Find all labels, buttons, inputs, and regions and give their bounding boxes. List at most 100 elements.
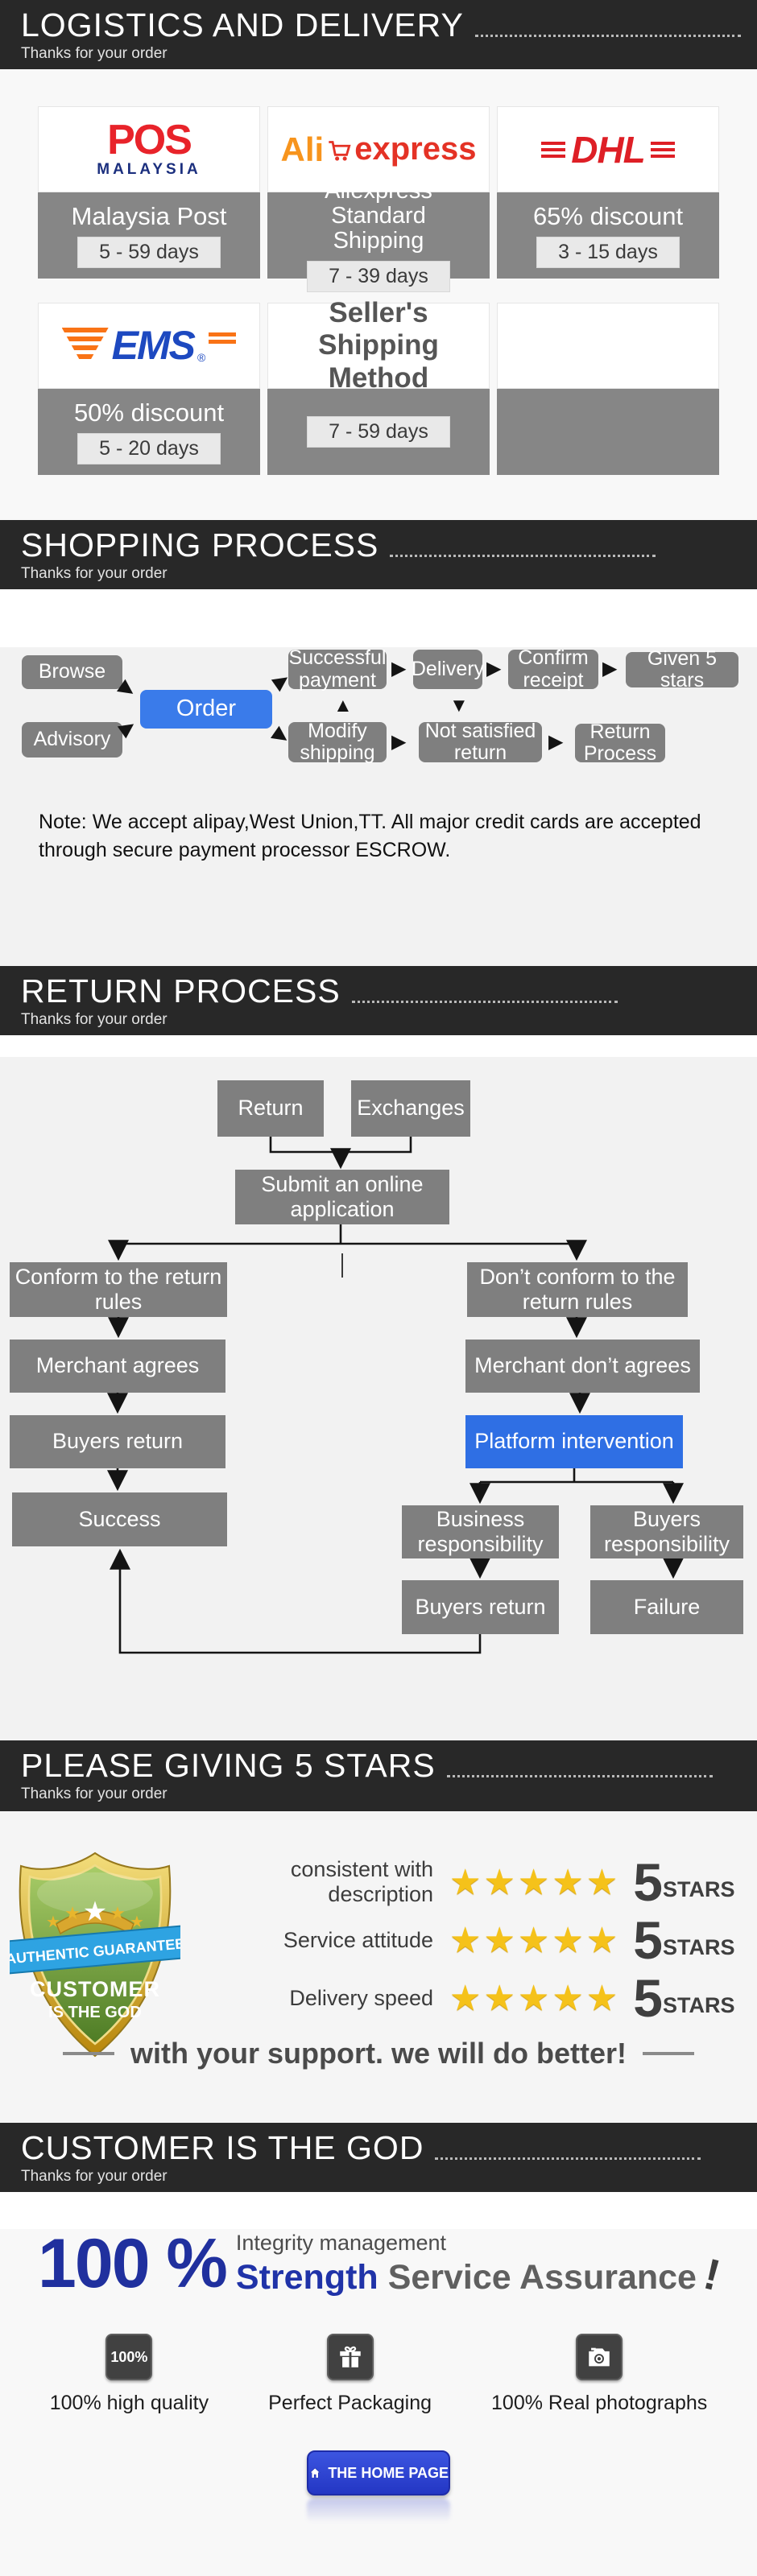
- flow-node-return: Return: [217, 1080, 324, 1137]
- aliexpress-logo-ali: Ali: [280, 130, 325, 168]
- dotted-rule: [351, 1001, 618, 1003]
- flow-node-advisory: Advisory: [22, 722, 122, 758]
- dash-right: [643, 2052, 694, 2055]
- house-icon: [309, 2467, 321, 2479]
- flow-node-merchant-disagrees: Merchant don’t agrees: [465, 1340, 700, 1393]
- crown-star-icon: ★: [83, 1897, 107, 1927]
- flow-node-success: Success: [12, 1492, 227, 1546]
- flow-node-order: Order: [140, 690, 272, 729]
- carrier-label: 50% discount: [73, 398, 225, 427]
- flow-node-business-responsibility: Business responsibility: [402, 1505, 559, 1558]
- feature-packaging: Perfect Packaging: [268, 2334, 432, 2415]
- seller-label-area: 7 - 59 days: [267, 389, 490, 475]
- flow-node-exchanges: Exchanges: [351, 1080, 470, 1137]
- flow-node-not-satisfied-return: Not satisfied return: [419, 720, 542, 764]
- pos-label-area: Malaysia Post 5 - 59 days: [38, 192, 260, 279]
- rating-label: Delivery speed: [289, 1985, 433, 2010]
- header-subtitle: Thanks for your order: [21, 2168, 168, 2185]
- rating-score: 5: [633, 1910, 663, 1970]
- rating-unit: STARS: [662, 1992, 735, 2017]
- rating-label: consistent with description: [290, 1857, 433, 1906]
- dotted-rule: [435, 2157, 701, 2160]
- crown-star-icon: ★: [64, 1903, 81, 1923]
- dotted-rule: [446, 1775, 713, 1777]
- shipping-cell-seller: Seller's Shipping Method 7 - 59 days: [267, 297, 490, 475]
- header-subtitle: Thanks for your order: [21, 45, 168, 62]
- section-header-logistics: LOGISTICS AND DELIVERY Thanks for your o…: [0, 0, 757, 69]
- delivery-days-badge: 5 - 59 days: [77, 237, 221, 269]
- arrow-right-icon: [486, 659, 501, 679]
- rating-row: Delivery speed ★★★★★ 5 STARS: [192, 1969, 734, 2027]
- flow-node-given-5-stars: Given 5 stars: [626, 647, 738, 691]
- flow-node-not-conform-rules: Don’t conform to the return rules: [467, 1262, 688, 1317]
- header-subtitle: Thanks for your order: [21, 1011, 168, 1028]
- shipping-section: POS MALAYSIA Malaysia Post 5 - 59 days A…: [0, 69, 757, 520]
- dhl-label-area: 65% discount 3 - 15 days: [497, 192, 719, 279]
- feature-label: Perfect Packaging: [268, 2392, 432, 2414]
- feature-label: 100% Real photographs: [491, 2392, 708, 2414]
- strength-text: Strength: [235, 2257, 378, 2297]
- crown-star-icon: ★: [130, 1913, 144, 1931]
- flow-node-modify-shipping: Modify shipping: [288, 720, 387, 764]
- section-header-shopping: SHOPPING PROCESS Thanks for your order: [0, 520, 757, 589]
- support-line: with your support. we will do better!: [0, 2037, 757, 2070]
- ems-logo: EMS ®: [38, 303, 260, 389]
- badge-line1: CUSTOMER: [30, 1977, 160, 2001]
- section-title: PLEASE GIVING 5 STARS: [21, 1747, 436, 1784]
- section-title: CUSTOMER IS THE GOD: [21, 2129, 424, 2166]
- flow-node-submit-application: Submit an online application: [235, 1170, 449, 1224]
- flow-node-confirm-receipt: Confirm receipt: [508, 646, 598, 691]
- dhl-logo: DHL: [497, 106, 719, 192]
- arrow-down-icon: [449, 696, 469, 716]
- pos-logo-subtext: MALAYSIA: [97, 161, 201, 179]
- button-reflection: [307, 2499, 450, 2523]
- seller-method-text: Seller's Shipping Method: [318, 297, 439, 394]
- arrow-right-icon: [391, 733, 406, 752]
- badge-line2: IS THE GOD: [48, 2004, 142, 2021]
- pos-logo-text: POS: [107, 117, 192, 164]
- badge-100-icon: 100%: [105, 2334, 153, 2380]
- rating-label: Service attitude: [283, 1927, 433, 1952]
- carrier-label: Malaysia Post: [71, 201, 227, 230]
- gift-icon: [326, 2334, 374, 2380]
- ems-wing-stripes: [61, 328, 109, 363]
- arrow-right-icon: [391, 659, 406, 679]
- rating-unit: STARS: [662, 1876, 735, 1901]
- feature-quality: 100% 100% high quality: [50, 2334, 209, 2415]
- pos-malaysia-logo: POS MALAYSIA: [38, 106, 260, 192]
- ems-label-area: 50% discount 5 - 20 days: [38, 389, 260, 475]
- home-page-button[interactable]: THE HOME PAGE: [307, 2450, 450, 2496]
- shipping-table: POS MALAYSIA Malaysia Post 5 - 59 days A…: [38, 69, 719, 475]
- cart-icon: [329, 140, 351, 161]
- ems-logo-text: EMS: [111, 323, 196, 368]
- section-title: SHOPPING PROCESS: [21, 526, 379, 564]
- delivery-days-badge: 5 - 20 days: [77, 433, 221, 465]
- five-stars-icons: ★★★★★: [449, 1978, 621, 2018]
- flow-node-buyers-return: Buyers return: [10, 1415, 225, 1468]
- integrity-text: Integrity management: [235, 2231, 447, 2255]
- dhl-stripes-right: [650, 141, 675, 158]
- flow-node-failure: Failure: [590, 1580, 743, 1634]
- section-header-return: RETURN PROCESS Thanks for your order: [0, 966, 757, 1035]
- delivery-days-badge: 3 - 15 days: [536, 237, 680, 269]
- flow-connectors: [107, 1137, 684, 1654]
- exclamation-mark: !: [699, 2249, 725, 2301]
- page-title: LOGISTICS AND DELIVERY: [21, 6, 464, 43]
- feature-label: 100% high quality: [49, 2392, 209, 2414]
- assurance-text: Service Assurance: [387, 2257, 697, 2297]
- dotted-rule: [390, 555, 656, 557]
- shipping-cell-dhl: DHL 65% discount 3 - 15 days: [497, 106, 719, 279]
- aliexpress-label-area: Aliexpress Standard Shipping 7 - 39 days: [267, 178, 490, 293]
- flow-node-conform-rules: Conform to the return rules: [10, 1262, 227, 1317]
- camera-icon: [576, 2334, 623, 2380]
- rating-unit: STARS: [662, 1934, 735, 1959]
- rating-score: 5: [633, 1852, 663, 1912]
- header-subtitle: Thanks for your order: [21, 1785, 168, 1802]
- delivery-days-badge: 7 - 59 days: [307, 416, 450, 448]
- carrier-label: Aliexpress Standard Shipping: [325, 177, 432, 254]
- feature-photos: 100% Real photographs: [491, 2334, 707, 2415]
- section-title: RETURN PROCESS: [21, 972, 341, 1009]
- home-button-area: THE HOME PAGE: [0, 2450, 757, 2523]
- crown-star-icon: ★: [110, 1903, 126, 1923]
- flow-node-browse: Browse: [22, 655, 122, 689]
